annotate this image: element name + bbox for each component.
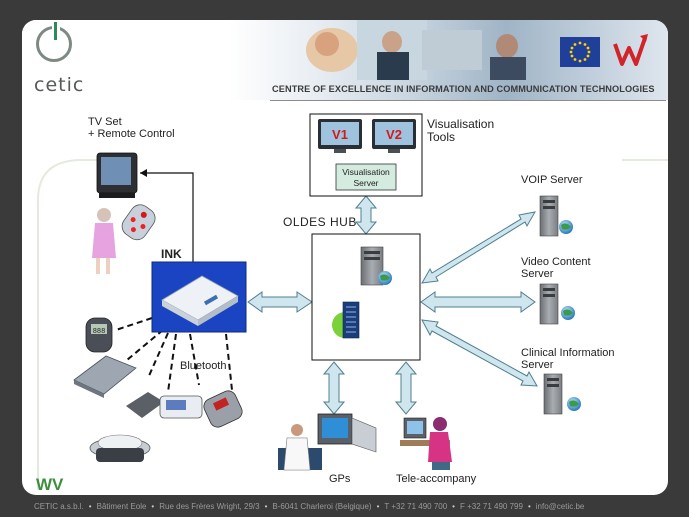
clinical-information-server-label: Clinical Information Server xyxy=(521,347,615,371)
bluetooth-label: Bluetooth xyxy=(180,360,227,372)
header-caption: CENTRE OF EXCELLENCE IN INFORMATION AND … xyxy=(272,84,655,94)
footer-separator: • xyxy=(151,502,155,511)
voip-server-icon xyxy=(539,195,573,237)
footer-separator: • xyxy=(88,502,92,511)
walloon-region-logo-icon xyxy=(613,34,648,66)
glucose-meter-icon xyxy=(85,317,113,353)
gps-computer-icon xyxy=(317,413,377,453)
gps-label: GPs xyxy=(329,473,351,485)
vis-tools-line2: Tools xyxy=(427,130,456,144)
vis-tools-line1: Visualisation xyxy=(427,117,495,131)
footer-separator: • xyxy=(264,502,268,511)
ink-tv-line xyxy=(140,172,194,262)
video-content-server-label: Video Content Server xyxy=(521,256,591,280)
oldes-hub-label: OLDES HUB xyxy=(283,215,357,229)
clinical-line2: Server xyxy=(521,359,554,371)
cetic-logo-tick xyxy=(54,22,57,40)
cetic-logo-text: cetic xyxy=(34,74,85,96)
video-content-server-icon xyxy=(539,283,575,325)
footer-email[interactable]: info@cetic.be xyxy=(535,502,585,511)
remote-control-icon xyxy=(121,204,156,241)
footer-phone: T +32 71 490 700 xyxy=(384,502,448,511)
tele-accompany-figure xyxy=(400,417,452,470)
footer-fax: F +32 71 490 799 xyxy=(459,502,523,511)
tv-label-line2: + Remote Control xyxy=(88,128,175,140)
header-photo xyxy=(306,20,526,80)
pulse-oximeter-icon xyxy=(203,390,243,428)
arrow-hub-gps xyxy=(322,361,346,415)
device-display-text: 888 xyxy=(93,328,106,336)
footer-city: B-6041 Charleroi (Belgique) xyxy=(272,502,372,511)
video-line1: Video Content xyxy=(521,256,591,268)
arrow-hub-voip xyxy=(421,211,536,284)
clinical-information-server-icon xyxy=(543,373,581,415)
blood-pressure-monitor-icon xyxy=(126,392,203,419)
footer-street: Rue des Frères Wright, 29/3 xyxy=(159,502,260,511)
video-line2: Server xyxy=(521,268,554,280)
monitor-v1-icon xyxy=(318,119,362,153)
arrow-hub-video xyxy=(420,291,536,313)
clinical-line1: Clinical Information xyxy=(521,347,615,359)
footer-separator: • xyxy=(527,502,531,511)
ink-tv-arrowhead xyxy=(140,169,147,177)
monitor-v2-icon xyxy=(372,119,416,153)
elderly-woman-figure xyxy=(92,208,116,274)
screen-v1-label: V1 xyxy=(332,127,348,142)
ink-device-icon xyxy=(161,275,239,326)
bluetooth-links xyxy=(115,317,233,393)
eu-flag-icon xyxy=(560,37,600,67)
footer-separator: • xyxy=(452,502,455,511)
arrow-ink-hub xyxy=(247,291,313,313)
tele-accompany-label: Tele-accompany xyxy=(396,473,477,485)
voip-server-label: VOIP Server xyxy=(521,174,583,186)
ink-label: INK xyxy=(161,247,182,261)
kitchen-scale-icon xyxy=(89,434,151,462)
wv-mark: WV xyxy=(36,475,64,494)
visualisation-server-box xyxy=(335,163,397,191)
tv-label-line1: TV Set xyxy=(88,116,122,128)
doctor-figure xyxy=(278,424,322,471)
hub-database-icon xyxy=(332,301,360,339)
header-divider xyxy=(270,100,666,101)
footer-company: CETIC a.s.b.l. xyxy=(34,502,84,511)
tv-set-label: TV Set + Remote Control xyxy=(88,116,175,140)
vis-server-line2: Server xyxy=(353,178,378,188)
arrow-hub-tele xyxy=(394,361,418,415)
screen-v2-label: V2 xyxy=(386,127,402,142)
hub-server-icon xyxy=(360,246,392,286)
footer: CETIC a.s.b.l. • Bâtiment Eole • Rue des Frè… xyxy=(0,497,689,517)
arrow-vis-hub xyxy=(354,195,378,235)
footer-separator: • xyxy=(376,502,380,511)
vis-server-line1: Visualisation xyxy=(342,167,390,177)
visualisation-tools-label: Visualisation Tools xyxy=(427,118,494,144)
tv-set-icon xyxy=(96,152,138,198)
footer-building: Bâtiment Eole xyxy=(96,502,147,511)
weighing-scale-icon xyxy=(73,355,137,398)
arrow-hub-clinical xyxy=(421,319,538,387)
